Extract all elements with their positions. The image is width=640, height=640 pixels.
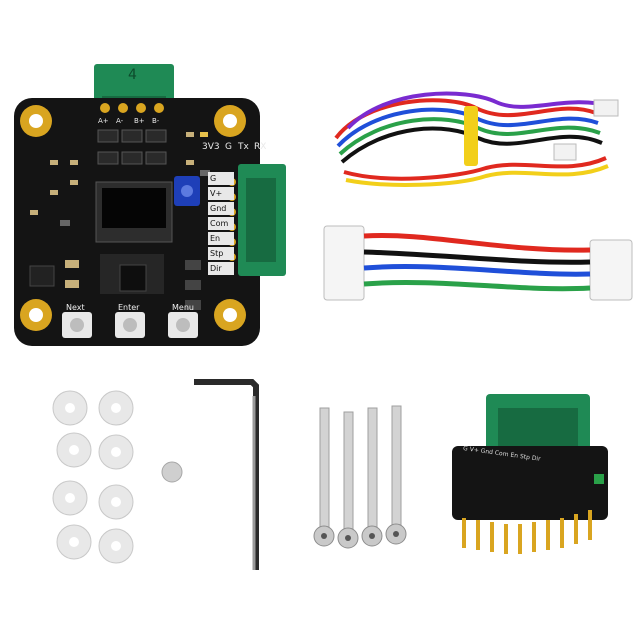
driver-label-dir: Dir	[531, 454, 541, 463]
pin-label-g: G	[208, 172, 234, 185]
washers	[50, 388, 140, 564]
button-label-enter: Enter	[118, 303, 140, 312]
header-label-g: G	[225, 142, 232, 152]
connector-pin-a-plus: A+	[98, 117, 109, 125]
pin-label-vplus: V+	[208, 187, 234, 200]
header-label-tx: Tx	[238, 142, 249, 152]
connector-pin-a-minus: A-	[116, 117, 124, 125]
button-label-menu: Menu	[172, 303, 194, 312]
coiled-cable	[326, 88, 626, 188]
driver-label-com: Com	[494, 449, 509, 459]
hex-key	[190, 376, 270, 576]
pin-label-en: En	[208, 232, 234, 245]
screws	[306, 398, 416, 550]
magnet	[160, 460, 184, 484]
pin-label-gnd: Gnd	[208, 202, 234, 215]
controller-board: 4 A+ A- B+ B- 3V3 G Tx RX G V+ Gnd Com E…	[10, 60, 290, 350]
connector-number: 4	[128, 67, 137, 83]
button-label-next: Next	[66, 303, 85, 312]
magnet-icon	[161, 461, 183, 483]
hex-key-icon	[194, 379, 259, 570]
cable-icon	[334, 91, 619, 187]
driver-module-graphic	[452, 394, 608, 554]
pin-label-dir: Dir	[208, 262, 234, 275]
driver-label-g: G	[462, 445, 469, 453]
driver-label-vplus: V+	[469, 445, 480, 455]
screw-icon	[313, 405, 407, 549]
driver-label-stp: Stp	[519, 453, 531, 462]
pin-label-stp: Stp	[208, 247, 234, 260]
controller-board-graphic	[14, 64, 286, 346]
cable-icon	[323, 225, 633, 301]
connector-pin-b-minus: B-	[152, 117, 160, 125]
header-label-3v3: 3V3	[202, 142, 220, 152]
header-label-rx: RX	[254, 142, 267, 152]
pin-label-com: Com	[208, 217, 234, 230]
connector-pin-b-plus: B+	[134, 117, 145, 125]
washer-icon	[52, 390, 134, 564]
pin-label-column: G V+ Gnd Com En Stp Dir	[206, 172, 238, 275]
driver-label-en: En	[509, 451, 519, 460]
driver-label-gnd: Gnd	[480, 447, 494, 457]
driver-module: G V+ Gnd Com En Stp Dir	[448, 390, 618, 560]
straight-cable	[320, 222, 636, 306]
